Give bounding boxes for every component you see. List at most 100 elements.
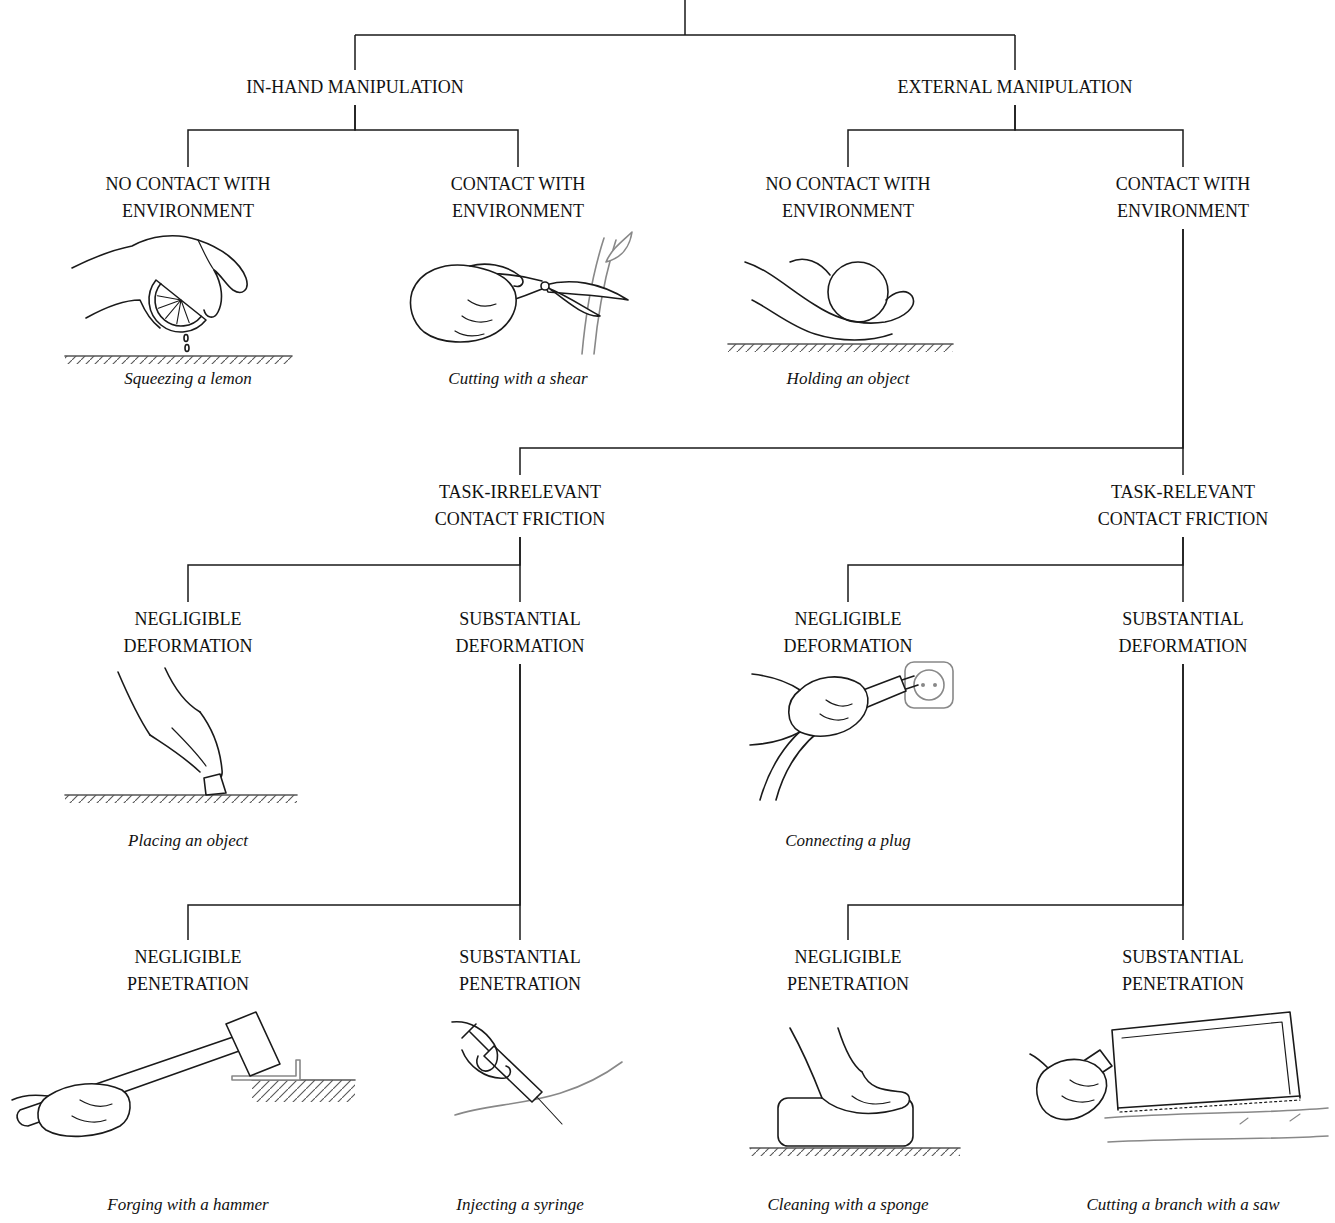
lemon-rind xyxy=(155,284,201,326)
shear-pivot xyxy=(541,282,549,290)
hand xyxy=(1037,1059,1107,1119)
hand xyxy=(789,677,868,736)
tree-branch xyxy=(188,537,520,602)
arm xyxy=(118,668,200,735)
example-leaf: NEGLIGIBLE PENETRATION Forging with a ham… xyxy=(74,940,302,1220)
tree-branch xyxy=(1015,105,1183,167)
socket-hole xyxy=(933,683,937,687)
finger-line xyxy=(198,240,214,270)
knuckle-lines xyxy=(72,1100,112,1122)
ground-line xyxy=(65,794,297,796)
example-leaf: NO CONTACT WITH ENVIRONMENTSqueezing a l… xyxy=(74,167,302,394)
category-heading: NEGLIGIBLE DEFORMATION xyxy=(78,606,298,660)
plunger xyxy=(462,1024,489,1051)
ground-hatch xyxy=(750,1148,960,1156)
example-caption: Placing an object xyxy=(128,830,248,852)
lemon-half xyxy=(149,280,206,332)
example-caption: Cutting with a shear xyxy=(448,368,587,390)
arm xyxy=(1030,1054,1048,1068)
example-caption: Forging with a hammer xyxy=(107,1194,268,1216)
tree-branch xyxy=(188,664,520,940)
tree-branch xyxy=(848,537,1183,602)
category-heading: NO CONTACT WITH ENVIRONMENT xyxy=(738,171,958,225)
shear-blade xyxy=(545,285,600,316)
category-heading: CONTACT WITH ENVIRONMENT xyxy=(408,171,628,225)
hand xyxy=(745,262,913,323)
tree-branch xyxy=(188,105,355,167)
category-node: SUBSTANTIAL DEFORMATION xyxy=(406,602,634,664)
saw-blade xyxy=(1118,1096,1300,1108)
example-leaf: NO CONTACT WITH ENVIRONMENTHolding an ob… xyxy=(734,167,962,394)
hand xyxy=(822,1072,910,1113)
category-heading: EXTERNAL MANIPULATION xyxy=(865,74,1165,101)
category-heading: IN-HAND MANIPULATION xyxy=(205,74,505,101)
category-heading: NEGLIGIBLE DEFORMATION xyxy=(738,606,958,660)
category-heading: SUBSTANTIAL PENETRATION xyxy=(1073,944,1293,998)
lemon-segments xyxy=(157,296,189,324)
category-heading: SUBSTANTIAL DEFORMATION xyxy=(410,606,630,660)
saw-frame xyxy=(1112,1012,1300,1110)
arm xyxy=(12,1095,48,1100)
socket-hole xyxy=(921,683,925,687)
category-heading: TASK-IRRELEVANT CONTACT FRICTION xyxy=(410,479,630,533)
category-heading: SUBSTANTIAL DEFORMATION xyxy=(1073,606,1293,660)
example-caption: Cleaning with a sponge xyxy=(767,1194,928,1216)
tree-branch xyxy=(519,664,521,940)
tree-branch xyxy=(848,664,1183,940)
category-heading: SUBSTANTIAL PENETRATION xyxy=(410,944,630,998)
knuckle-lines xyxy=(455,300,496,336)
hand xyxy=(72,236,247,317)
needle xyxy=(537,1097,562,1124)
tree-trunk xyxy=(355,0,1015,70)
example-leaf: NEGLIGIBLE DEFORMATION Placing an object xyxy=(74,602,302,856)
thumb xyxy=(470,264,523,286)
category-node: SUBSTANTIAL DEFORMATION xyxy=(1069,602,1297,664)
finger xyxy=(200,712,222,779)
saw-frame-inner xyxy=(1122,1022,1290,1094)
knuckle-lines xyxy=(820,700,852,720)
category-node: EXTERNAL MANIPULATION xyxy=(861,70,1169,105)
example-caption: Injecting a syringe xyxy=(456,1194,583,1216)
bark-marks xyxy=(1240,1114,1300,1124)
tree-branch xyxy=(1182,537,1184,602)
arm xyxy=(750,674,800,745)
hammer-head xyxy=(226,1012,280,1076)
example-caption: Connecting a plug xyxy=(785,830,911,852)
category-node: IN-HAND MANIPULATION xyxy=(201,70,509,105)
category-heading: NEGLIGIBLE PENETRATION xyxy=(78,944,298,998)
category-node: TASK-IRRELEVANT CONTACT FRICTION xyxy=(406,475,634,537)
example-leaf: NEGLIGIBLE PENETRATION Cleaning with a sp… xyxy=(734,940,962,1220)
tree-branch xyxy=(848,105,1015,167)
shear-blade xyxy=(545,282,628,300)
tree-branch xyxy=(1182,229,1184,475)
hand xyxy=(452,1022,497,1071)
juice-drop xyxy=(185,345,189,352)
ground-hatch xyxy=(728,344,953,352)
ground-line xyxy=(728,343,953,345)
knuckle-lines xyxy=(1062,1080,1098,1102)
category-node: CONTACT WITH ENVIRONMENT xyxy=(1069,167,1297,229)
branch xyxy=(1105,1108,1328,1142)
held-object xyxy=(828,262,888,322)
placed-object xyxy=(204,774,226,795)
hand xyxy=(38,1084,130,1137)
thumb xyxy=(150,735,200,772)
syringe-barrel xyxy=(484,1046,542,1102)
hand xyxy=(752,300,892,340)
category-node: TASK-RELEVANT CONTACT FRICTION xyxy=(1069,475,1297,537)
juice-drop xyxy=(184,335,188,342)
example-leaf: SUBSTANTIAL PENETRATIONCutting a branch … xyxy=(1069,940,1297,1220)
thumb xyxy=(462,1050,510,1078)
ground-line xyxy=(65,355,292,357)
category-heading: NEGLIGIBLE PENETRATION xyxy=(738,944,958,998)
saw-teeth xyxy=(1120,1100,1300,1112)
tree-branch xyxy=(520,229,1183,475)
example-caption: Squeezing a lemon xyxy=(124,368,251,390)
ground-line xyxy=(750,1147,960,1149)
tree-branch xyxy=(519,537,521,602)
finger-line xyxy=(852,1096,890,1104)
ground-hatch xyxy=(65,356,292,364)
anvil-hatch xyxy=(252,1080,355,1102)
tree-branch xyxy=(355,105,518,167)
